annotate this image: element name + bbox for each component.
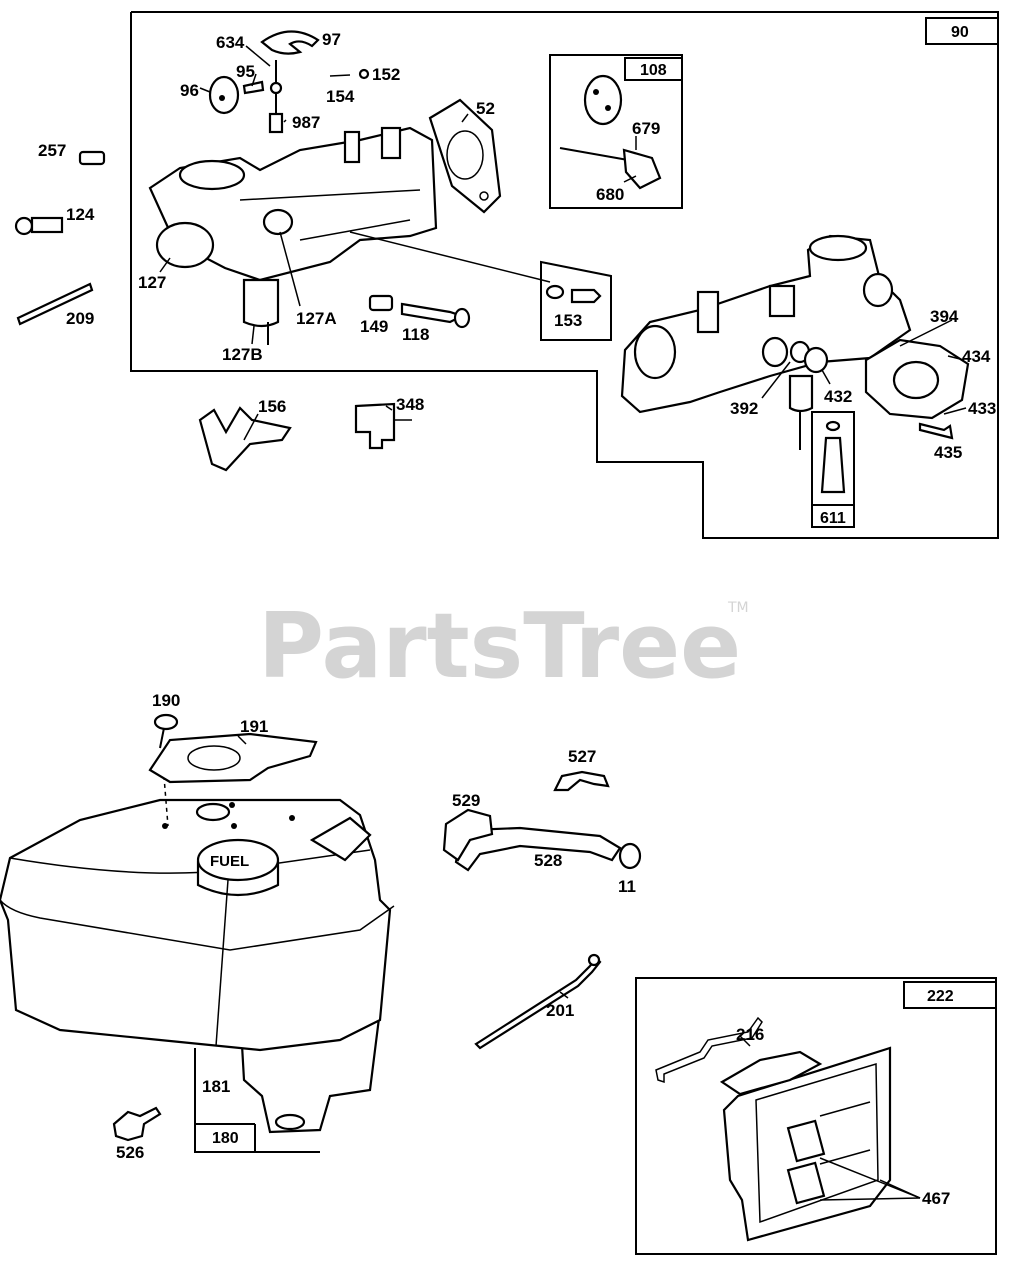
bracket-348 bbox=[354, 402, 396, 450]
label-526: 526 bbox=[116, 1143, 144, 1162]
spring-149 bbox=[368, 294, 394, 312]
fuel-pump-680 bbox=[622, 148, 662, 190]
label-467: 467 bbox=[922, 1189, 950, 1208]
label-127B: 127B bbox=[222, 345, 263, 364]
pad-467-a bbox=[786, 1119, 826, 1163]
kit-222-box bbox=[635, 977, 997, 1255]
screw-153 bbox=[570, 288, 602, 304]
label-987: 987 bbox=[292, 113, 320, 132]
carburetor-box-number: 90 bbox=[951, 24, 969, 41]
screw-95 bbox=[242, 80, 265, 95]
part-611-number: 611 bbox=[820, 510, 846, 527]
label-181: 181 bbox=[202, 1077, 230, 1096]
label-124: 124 bbox=[66, 205, 95, 224]
label-634: 634 bbox=[216, 33, 245, 52]
label-154: 154 bbox=[326, 87, 355, 106]
label-52: 52 bbox=[476, 99, 495, 118]
kit-108-tag bbox=[624, 57, 683, 81]
washer-152 bbox=[358, 68, 370, 80]
label-97: 97 bbox=[322, 30, 341, 49]
label-209: 209 bbox=[66, 309, 94, 328]
label-434: 434 bbox=[962, 347, 991, 366]
label-11: 11 bbox=[618, 877, 636, 896]
label-529: 529 bbox=[452, 791, 480, 810]
part-153-box bbox=[540, 260, 612, 341]
link-201 bbox=[474, 956, 602, 1050]
label-152: 152 bbox=[372, 65, 400, 84]
screw-526 bbox=[112, 1106, 162, 1142]
watermark-text: PartsTree bbox=[258, 594, 741, 699]
nozzle-611 bbox=[820, 436, 846, 494]
label-127A: 127A bbox=[296, 309, 337, 328]
label-216: 216 bbox=[736, 1025, 764, 1044]
label-528: 528 bbox=[534, 851, 562, 870]
fuel-bowl-127B bbox=[242, 278, 280, 328]
label-394: 394 bbox=[930, 307, 959, 326]
fuel-cap-text: FUEL bbox=[210, 853, 249, 870]
label-153: 153 bbox=[554, 311, 582, 330]
screw-190 bbox=[153, 713, 179, 731]
bracket-180-number: 180 bbox=[212, 1130, 239, 1147]
fuel-line-528 bbox=[454, 826, 622, 872]
label-680: 680 bbox=[596, 185, 624, 204]
watermark-trademark: TM bbox=[727, 600, 749, 616]
label-191: 191 bbox=[240, 717, 268, 736]
diaphragm-108 bbox=[583, 74, 623, 126]
label-190: 190 bbox=[152, 691, 180, 710]
label-348: 348 bbox=[396, 395, 424, 414]
throttle-lever-97 bbox=[260, 30, 320, 55]
part-611-box bbox=[811, 411, 855, 528]
needle-valve-118 bbox=[400, 302, 465, 324]
gasket-52 bbox=[428, 98, 502, 214]
fuel-tank bbox=[0, 798, 392, 1052]
carburetor-bore-127 bbox=[155, 221, 215, 269]
fitting-11 bbox=[618, 842, 642, 870]
label-392: 392 bbox=[730, 399, 758, 418]
label-679: 679 bbox=[632, 119, 660, 138]
label-257: 257 bbox=[38, 141, 66, 160]
clip-527 bbox=[553, 770, 610, 792]
label-96: 96 bbox=[180, 81, 199, 100]
screw-124-head bbox=[14, 216, 34, 236]
label-201: 201 bbox=[546, 1001, 574, 1020]
label-156: 156 bbox=[258, 397, 286, 416]
screw-257 bbox=[78, 150, 106, 166]
spring-209 bbox=[16, 282, 94, 326]
label-127: 127 bbox=[138, 273, 166, 292]
throttle-valve-96 bbox=[208, 75, 240, 115]
pad-467-b bbox=[786, 1161, 826, 1205]
screw-124 bbox=[30, 216, 64, 234]
carburetor-box-tag bbox=[925, 17, 999, 45]
label-95: 95 bbox=[236, 62, 255, 81]
bracket-180-box bbox=[194, 1048, 320, 1153]
kit-108-box bbox=[549, 54, 683, 209]
label-527: 527 bbox=[568, 747, 596, 766]
label-433: 433 bbox=[968, 399, 996, 418]
label-435: 435 bbox=[934, 443, 962, 462]
o-ring-432 bbox=[803, 346, 829, 374]
carburetor-box-outline bbox=[130, 11, 999, 539]
kit-222-number: 222 bbox=[927, 988, 954, 1005]
label-118: 118 bbox=[402, 325, 429, 344]
label-432: 432 bbox=[824, 387, 852, 406]
gasket-191 bbox=[148, 732, 318, 784]
elbow-529 bbox=[442, 808, 494, 862]
link-216 bbox=[655, 1016, 763, 1084]
kit-222-tag bbox=[903, 981, 997, 1009]
screw-435 bbox=[918, 422, 954, 440]
label-149: 149 bbox=[360, 317, 388, 336]
screw-433 bbox=[943, 407, 967, 415]
kit-108-number: 108 bbox=[640, 62, 667, 79]
